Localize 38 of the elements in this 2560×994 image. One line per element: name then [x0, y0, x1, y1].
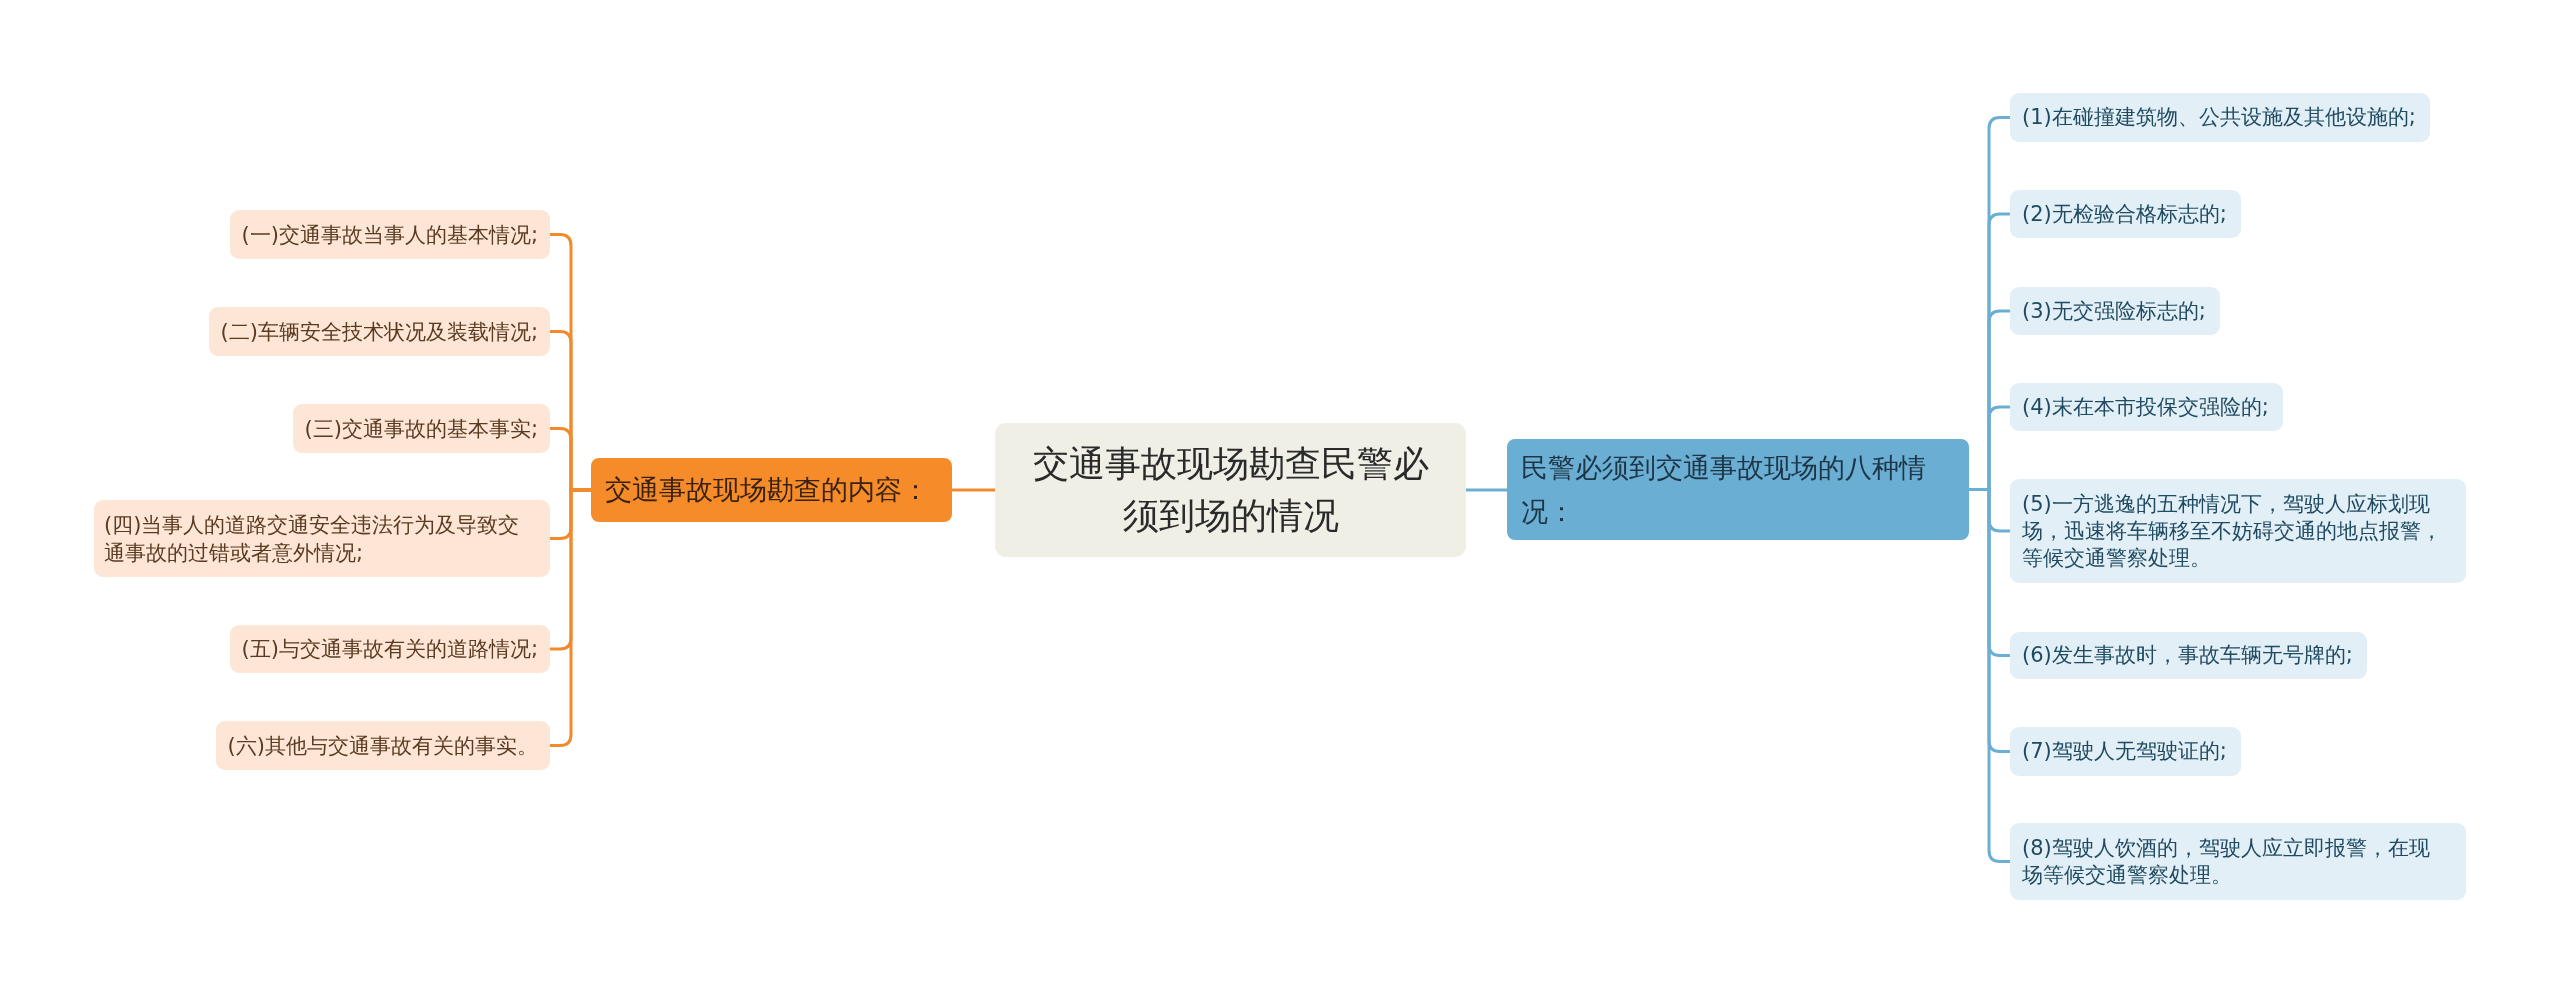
subtopic-box [2010, 632, 2367, 679]
subtopic-box [2010, 383, 2283, 431]
subtopic-box [94, 500, 550, 577]
subtopic-text: (4)末在本市投保交强险的; [2022, 393, 2269, 421]
subtopic-box [2010, 823, 2466, 900]
subtopic-text: (5)一方逃逸的五种情况下，驾驶人应标划现场，迅速将车辆移至不妨碍交通的地点报警，等候交通警察处理。 [2022, 490, 2443, 572]
subtopic-text: (2)无检验合格标志的; [2022, 200, 2227, 228]
subtopic-box [2010, 727, 2241, 776]
subtopic-box [2010, 93, 2430, 142]
subtopic-box [229, 625, 550, 673]
subtopic-text: (二)车辆安全技术状况及装载情况; [220, 318, 538, 346]
subtopic-text: (3)无交强险标志的; [2022, 297, 2206, 325]
subtopic-box [2010, 190, 2241, 238]
central-topic-box [995, 423, 1466, 557]
branch-topic-box [1507, 439, 1969, 540]
branch-topic-text: 民警必须到交通事故现场的八种情况： [1521, 450, 1927, 529]
subtopic-text: (五)与交通事故有关的道路情况; [241, 636, 538, 663]
connector-line [550, 488, 591, 747]
subtopic-box [229, 210, 550, 259]
subtopic-box [215, 721, 550, 770]
subtopic-text: (三)交通事故的基本事实; [304, 415, 538, 443]
subtopic-box [292, 404, 550, 453]
branch-topic-text: 交通事故现场勘查的内容： [605, 473, 929, 507]
central-topic-text: 交通事故现场勘查民警必须到场的情况 [1031, 442, 1430, 538]
subtopic-text: (8)驾驶人饮酒的，驾驶人应立即报警，在现场等候交通警察处理。 [2022, 834, 2431, 889]
connector-line [1466, 488, 1507, 492]
connector-line [1969, 488, 2010, 863]
branch-topic-box [591, 458, 952, 522]
subtopic-text: (1)在碰撞建筑物、公共设施及其他设施的; [2022, 104, 2416, 131]
subtopic-box [2010, 287, 2220, 335]
subtopic-text: (四)当事人的道路交通安全违法行为及导致交通事故的过错或者意外情况; [104, 511, 521, 567]
subtopic-box [2010, 479, 2466, 583]
subtopic-text: (一)交通事故当事人的基本情况; [241, 221, 538, 249]
subtopic-text: (六)其他与交通事故有关的事实。 [227, 732, 538, 760]
connector-line [952, 488, 995, 492]
subtopic-box [208, 307, 550, 356]
subtopic-text: (7)驾驶人无驾驶证的; [2022, 738, 2227, 765]
subtopic-text: (6)发生事故时，事故车辆无号牌的; [2022, 642, 2353, 669]
